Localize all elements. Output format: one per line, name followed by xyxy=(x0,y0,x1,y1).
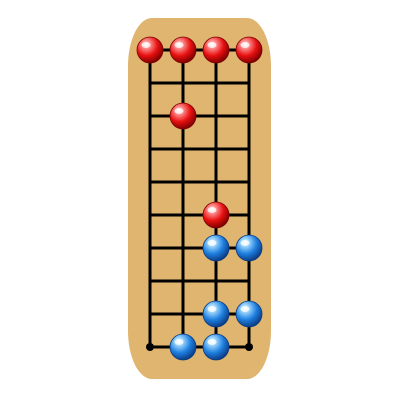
red-piece[interactable] xyxy=(202,36,230,64)
blue-piece[interactable] xyxy=(235,300,263,328)
blue-piece[interactable] xyxy=(235,234,263,262)
corner-dot xyxy=(245,343,253,351)
pieces-layer xyxy=(136,36,263,361)
red-piece[interactable] xyxy=(136,36,164,64)
red-piece[interactable] xyxy=(169,102,197,130)
blue-piece[interactable] xyxy=(202,333,230,361)
red-piece[interactable] xyxy=(235,36,263,64)
blue-piece[interactable] xyxy=(202,234,230,262)
blue-piece[interactable] xyxy=(169,333,197,361)
red-piece[interactable] xyxy=(169,36,197,64)
corner-dot xyxy=(146,343,154,351)
blue-piece[interactable] xyxy=(202,300,230,328)
board-grid xyxy=(148,48,251,349)
red-piece[interactable] xyxy=(202,201,230,229)
board-background xyxy=(128,18,271,379)
